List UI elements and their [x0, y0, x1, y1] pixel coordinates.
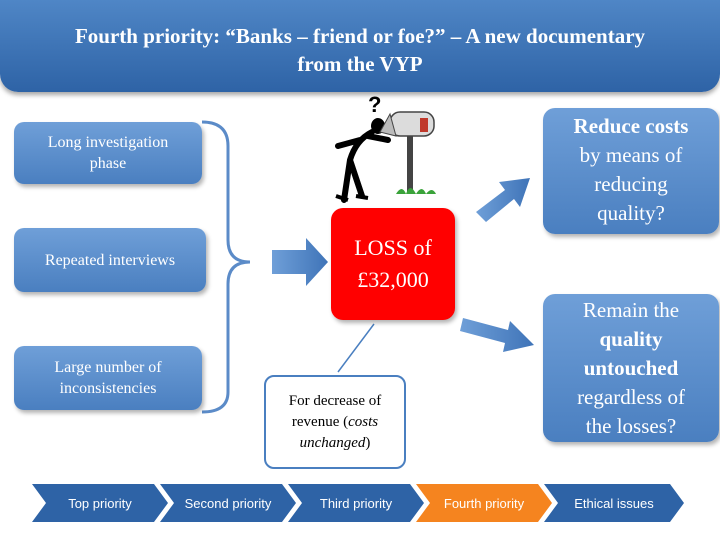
option-text: untouched: [583, 356, 679, 380]
callout-text: For decrease of: [288, 392, 382, 409]
option-text: the losses?: [585, 414, 677, 438]
revenue-callout: For decrease of revenue (costs unchanged…: [264, 375, 406, 469]
chevron-label: Fourth priority: [443, 495, 525, 511]
option-remain-quality: Remain the quality untouched regardless …: [543, 294, 719, 442]
callout-text-part: ): [365, 434, 371, 451]
option-text: quality?: [597, 201, 665, 225]
priority-chevron-bar: Top priority Second priority Third prior…: [20, 484, 710, 522]
box-text: phase: [89, 155, 127, 172]
box-text: Long investigation: [47, 134, 169, 151]
title-line-1: Fourth priority: “Banks – friend or foe?…: [74, 24, 646, 48]
chevron-ethical-issues[interactable]: Ethical issues: [544, 484, 684, 522]
box-long-investigation: Long investigation phase: [14, 122, 202, 184]
option-text: Reduce costs: [573, 114, 689, 138]
title-line-2: from the VYP: [297, 52, 423, 76]
callout-text: revenue (costs: [289, 412, 381, 433]
box-text: Repeated interviews: [44, 251, 176, 269]
callout-italic: unchanged: [299, 434, 366, 451]
box-text: Large number of: [54, 359, 162, 376]
box-text: inconsistencies: [59, 380, 157, 397]
chevron-fourth-priority[interactable]: Fourth priority: [416, 484, 552, 522]
option-text: regardless of: [577, 385, 685, 409]
arrow-down-right-icon: [460, 318, 534, 352]
chevron-label: Third priority: [319, 495, 393, 511]
option-text: quality: [599, 327, 663, 351]
question-mark-icon: ?: [368, 92, 381, 117]
option-text: reducing: [594, 172, 668, 196]
chevron-label: Ethical issues: [574, 495, 654, 511]
loss-amount: £32,000: [357, 267, 429, 292]
slide-title: Fourth priority: “Banks – friend or foe?…: [20, 22, 700, 78]
option-text: by means of: [579, 143, 683, 167]
callout-pointer: [337, 323, 375, 373]
chevron-third-priority[interactable]: Third priority: [288, 484, 424, 522]
grouping-bracket: [201, 120, 251, 414]
chevron-top-priority[interactable]: Top priority: [32, 484, 168, 522]
arrow-up-right-icon: [476, 178, 530, 222]
arrow-to-loss-icon: [272, 238, 328, 286]
chevron-second-priority[interactable]: Second priority: [160, 484, 296, 522]
box-repeated-interviews: Repeated interviews: [14, 228, 206, 292]
box-inconsistencies: Large number of inconsistencies: [14, 346, 202, 410]
chevron-label: Top priority: [68, 495, 132, 511]
title-banner: Fourth priority: “Banks – friend or foe?…: [0, 0, 720, 92]
loss-box: LOSS of £32,000: [331, 208, 455, 320]
callout-text-part: revenue (: [291, 413, 349, 430]
option-reduce-costs: Reduce costs by means of reducing qualit…: [543, 108, 719, 234]
chevron-label: Second priority: [184, 495, 272, 511]
callout-italic: costs: [348, 413, 379, 430]
loss-text: LOSS of: [354, 235, 432, 260]
callout-text: unchanged): [289, 433, 381, 454]
mailbox-figure-icon: ?: [335, 92, 436, 203]
option-text: Remain the: [582, 298, 680, 322]
